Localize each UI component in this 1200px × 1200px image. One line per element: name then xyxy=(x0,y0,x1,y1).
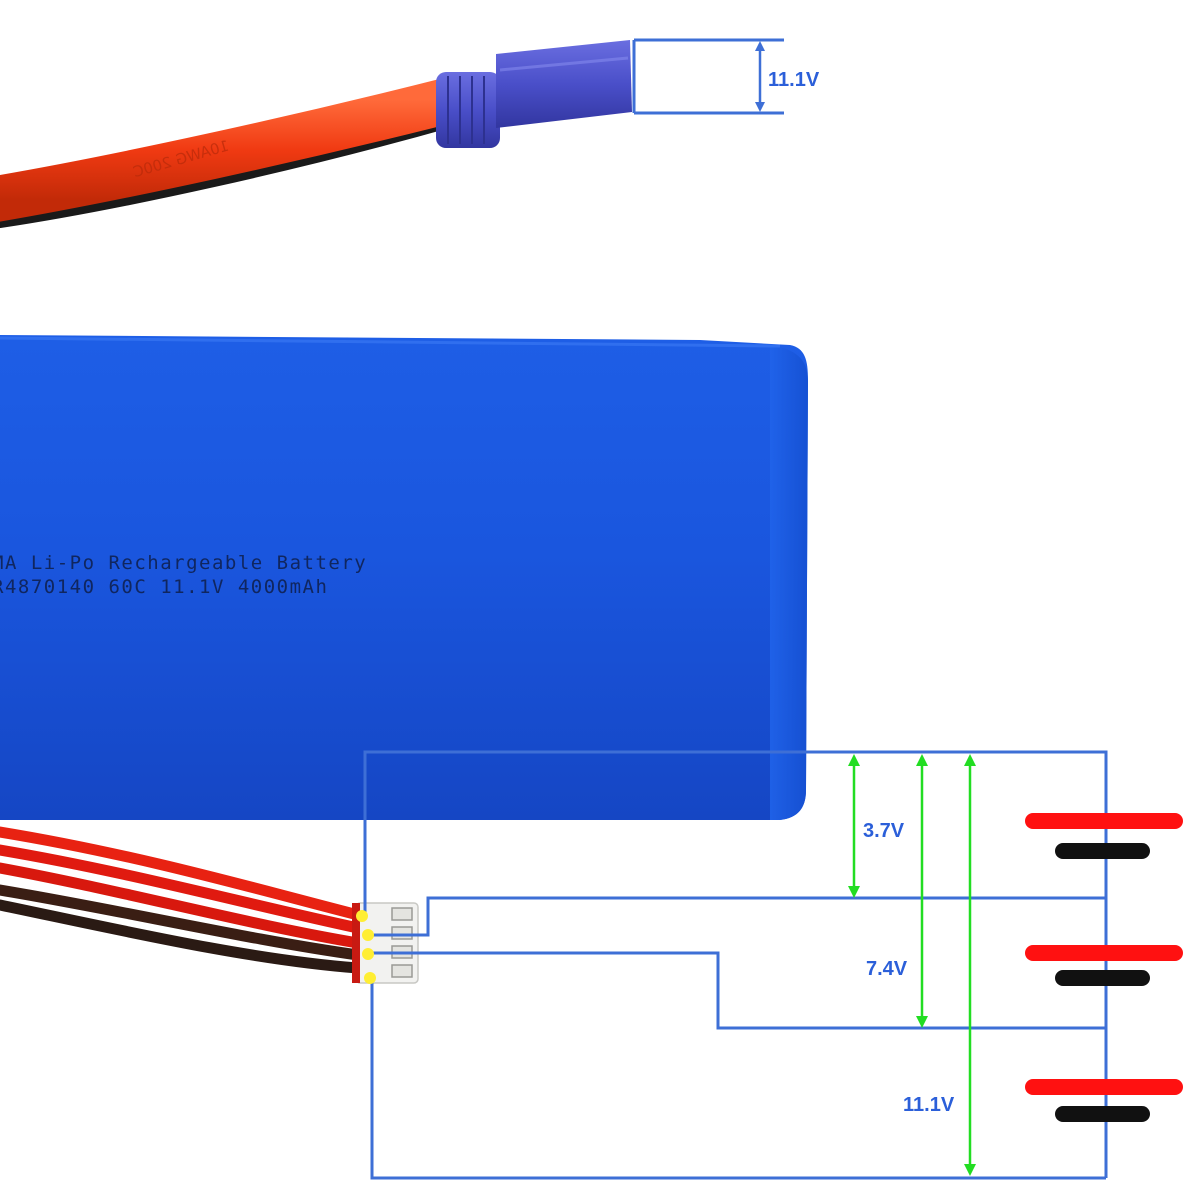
balance-wire-red-2 xyxy=(0,844,364,934)
voltage-measurements xyxy=(848,754,976,1176)
label-7v4: 7.4V xyxy=(866,958,908,980)
pin-marker-3 xyxy=(362,948,374,960)
battery-pack: MA Li-Po Rechargeable Battery R4870140 6… xyxy=(0,335,808,820)
label-3v7: 3.7V xyxy=(863,820,905,842)
cell-symbols xyxy=(1025,813,1183,1122)
main-voltage-dimension: 11.1V xyxy=(632,38,820,115)
trace-ground xyxy=(370,978,1106,1180)
voltage-labels: 3.7V 7.4V 11.1V xyxy=(863,820,955,1116)
battery-label-line1: MA Li-Po Rechargeable Battery xyxy=(0,552,367,574)
trace-tap-1 xyxy=(369,896,1108,1028)
balance-wire-red-3 xyxy=(0,826,364,921)
cell-symbol-3 xyxy=(1025,1079,1183,1122)
balance-wire-red-1 xyxy=(0,862,364,949)
balance-wire-black xyxy=(0,884,364,961)
pin-marker-1 xyxy=(356,910,368,922)
battery-body xyxy=(0,335,808,820)
main-discharge-lead: 10AWG 200C xyxy=(0,40,632,228)
battery-label-line2: R4870140 60C 11.1V 4000mAh xyxy=(0,576,328,598)
battery-end-cap xyxy=(770,345,808,820)
balance-wire-black-outer xyxy=(0,899,364,974)
main-connector xyxy=(436,40,632,148)
connector-housing xyxy=(496,40,632,128)
cell-symbol-1 xyxy=(1025,813,1183,859)
label-11v1: 11.1V xyxy=(903,1094,955,1116)
trace-tap-2 xyxy=(369,951,1108,1178)
pin-marker-2 xyxy=(362,929,374,941)
connector-sleeve xyxy=(436,72,500,148)
pin-marker-4 xyxy=(364,972,376,984)
balance-pin-markers xyxy=(356,910,376,984)
balance-connector xyxy=(352,902,419,984)
red-main-wire xyxy=(0,77,456,222)
main-voltage-label: 11.1V xyxy=(768,69,820,91)
balance-lead-wires xyxy=(0,826,364,974)
cell-symbol-2 xyxy=(1025,945,1183,986)
connector-ribs xyxy=(447,76,485,144)
